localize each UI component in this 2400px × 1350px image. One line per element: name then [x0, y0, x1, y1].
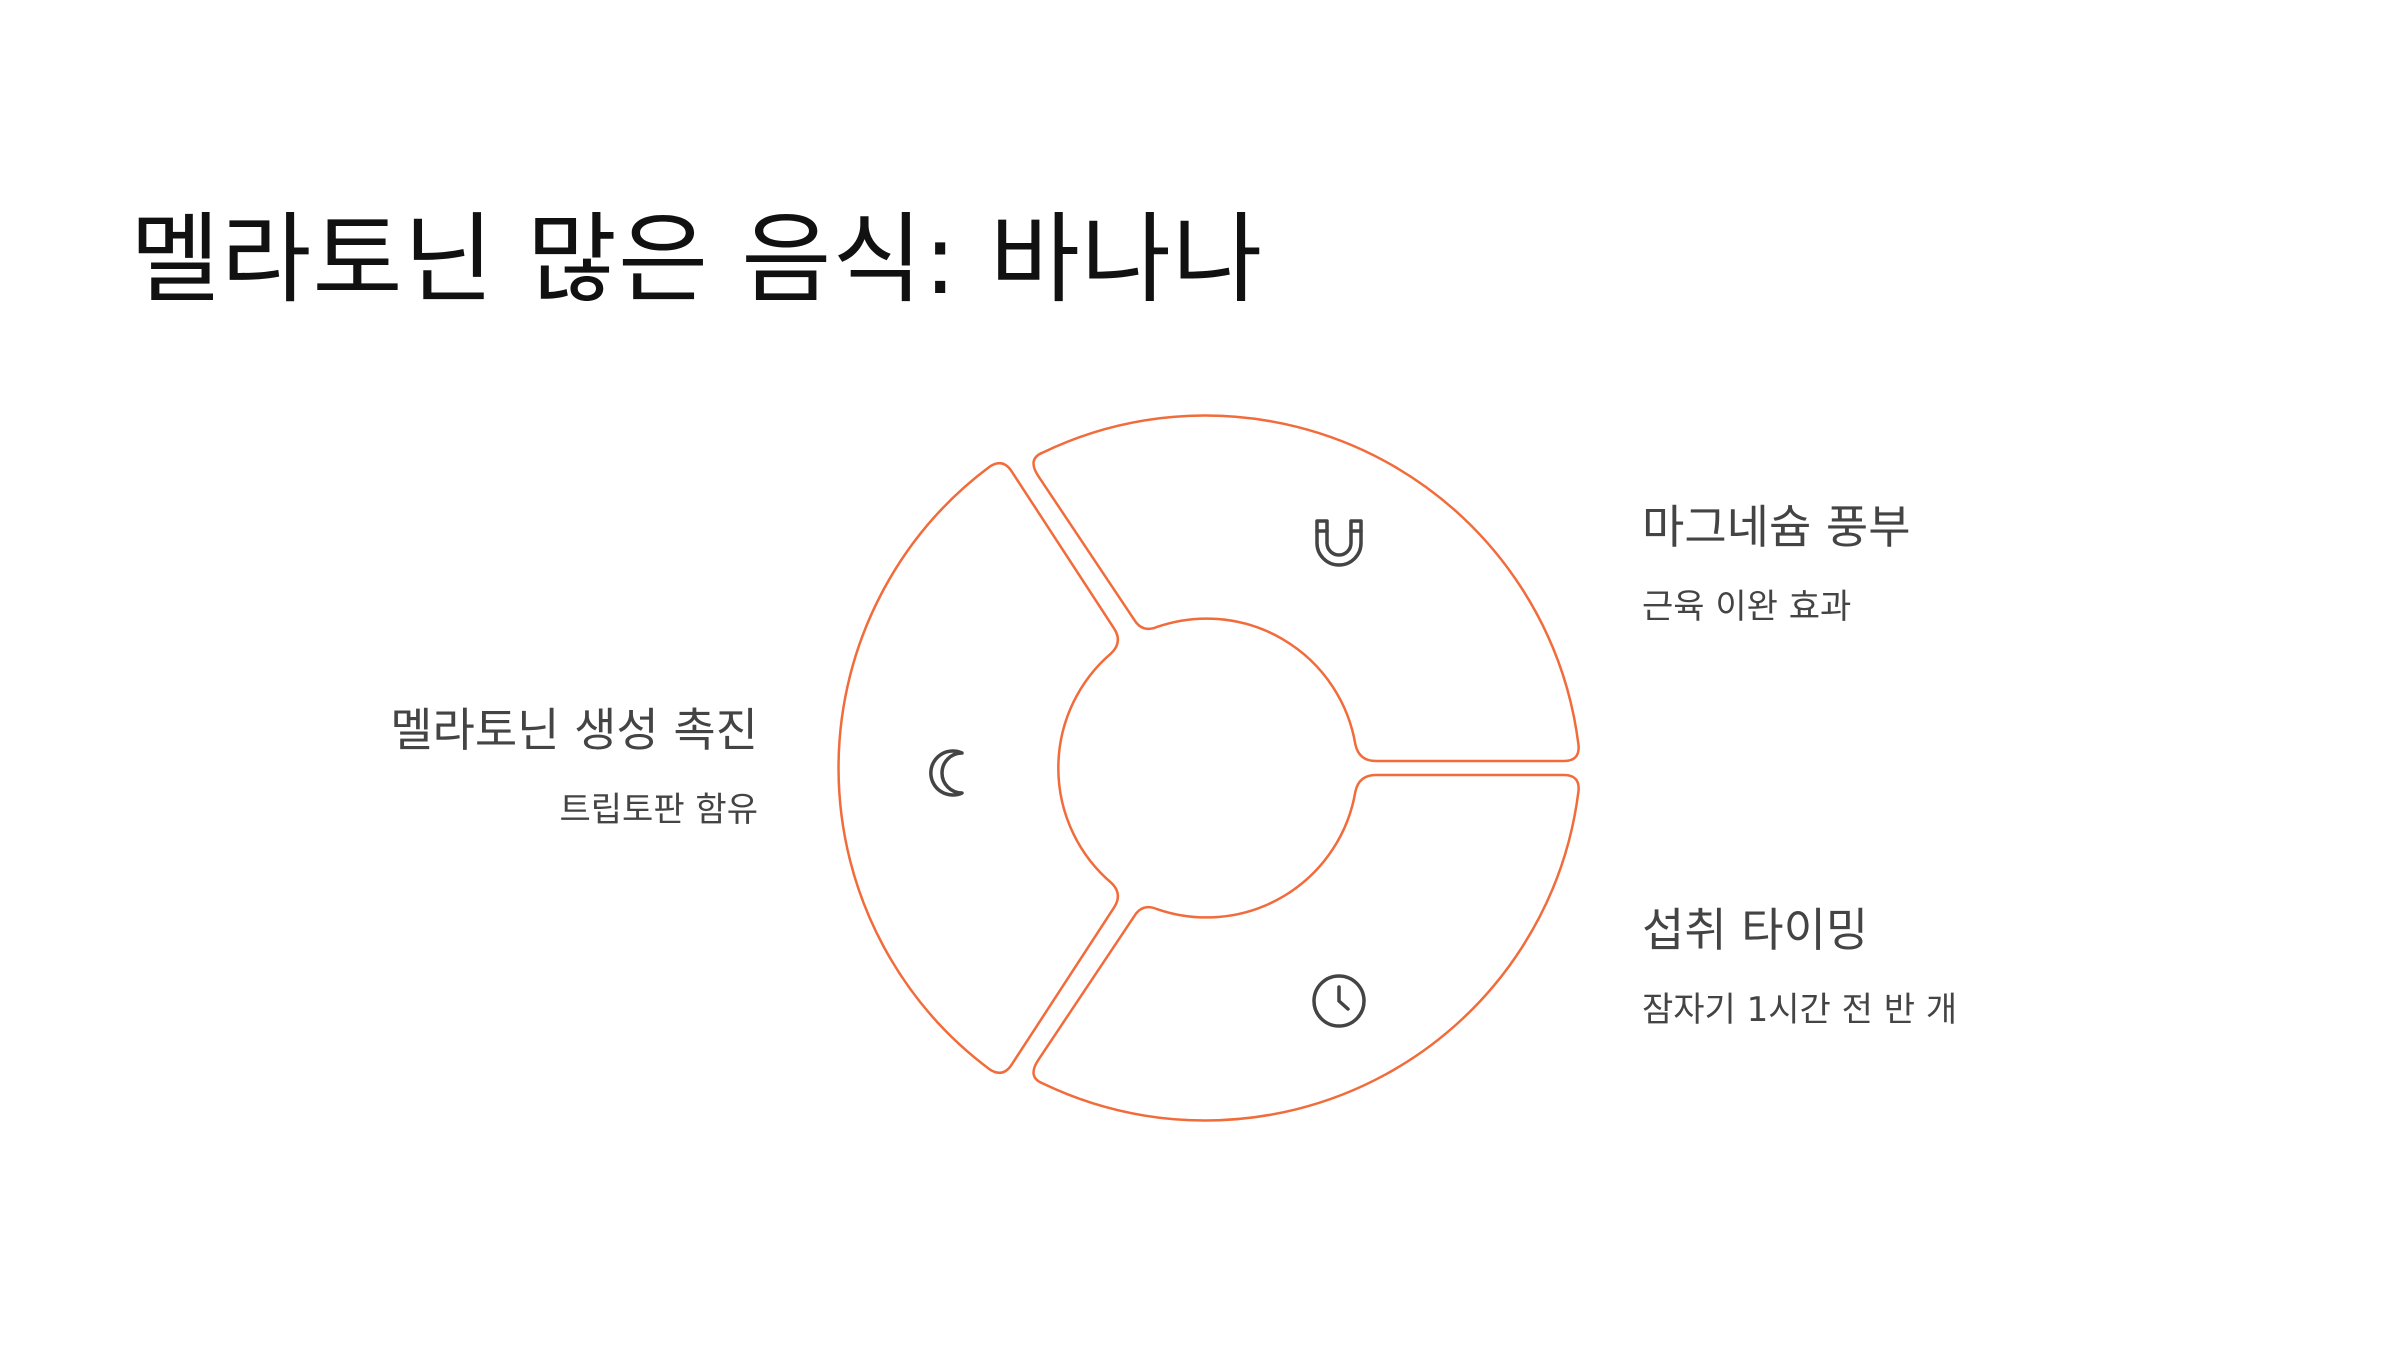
segment-detail: 잠자기 1시간 전 반 개 — [1642, 990, 1958, 1030]
ring-segment-timing — [1032, 773, 1580, 1122]
segment-label-timing: 섭취 타이밍 잠자기 1시간 전 반 개 — [1642, 900, 1957, 1032]
magnet-icon — [1315, 519, 1363, 567]
clock-icon — [1312, 974, 1366, 1028]
segment-label-magnesium: 마그네슘 풍부 근육 이완 효과 — [1642, 497, 1911, 629]
segment-detail: 근육 이완 효과 — [1642, 587, 1852, 627]
moon-icon — [929, 749, 964, 797]
ring-segment-magnesium — [1032, 414, 1580, 763]
segment-heading: 멜라토닌 생성 촉진 — [390, 703, 758, 757]
segment-detail: 트립토판 함유 — [559, 790, 759, 830]
page-title: 멜라토닌 많은 음식: 바나나 — [130, 203, 1264, 317]
segment-heading: 섭취 타이밍 — [1642, 903, 1869, 957]
segment-label-melatonin: 멜라토닌 생성 촉진 트립토판 함유 — [390, 700, 758, 832]
segment-heading: 마그네슘 풍부 — [1642, 500, 1911, 554]
ring-segment-melatonin — [837, 461, 1120, 1075]
